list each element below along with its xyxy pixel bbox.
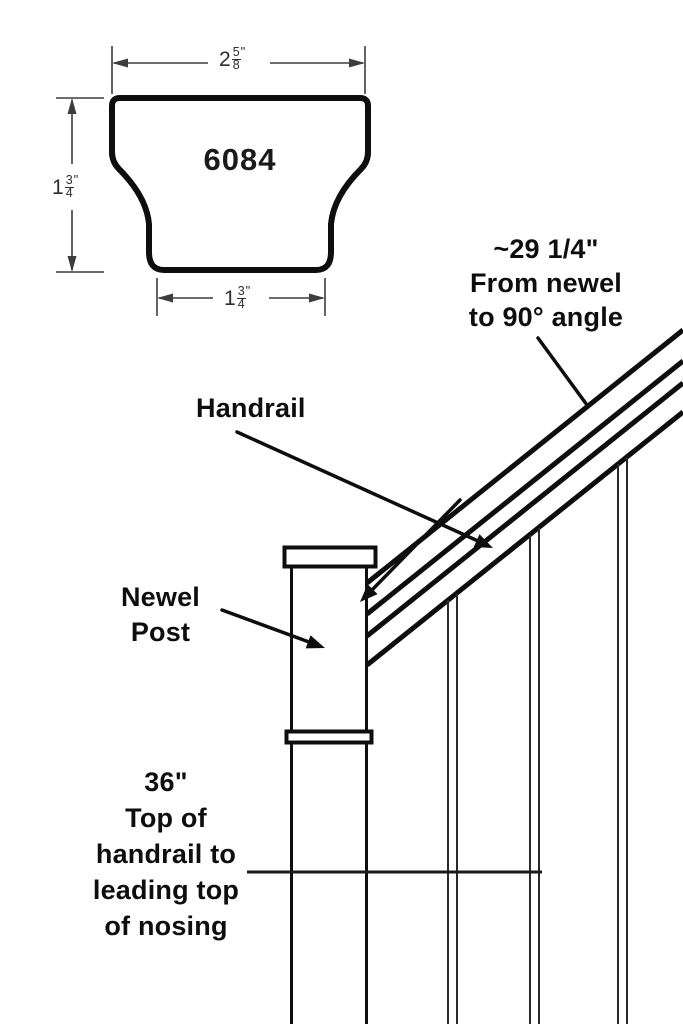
note-rail-length-line2: From newel (469, 268, 623, 298)
dim-top-whole: 2 (219, 47, 231, 71)
dim-bottom-whole: 1 (224, 286, 236, 310)
newel-post-label-line2: Post (130, 617, 191, 647)
handrail-profile-outline (109, 95, 371, 273)
dim-left-denominator: 4 (65, 185, 73, 200)
note-rail-length-line1: ~29 1/4" (493, 234, 599, 264)
note-handrail-height: 36" Top of handrail to leading top of no… (46, 764, 286, 944)
leader-rail-newel-junction-arrow (360, 498, 462, 602)
handrail-label: Handrail (196, 393, 306, 423)
profile-part-number: 6084 (203, 142, 277, 177)
dim-left-unit: " (73, 172, 79, 187)
note-rail-length-line3: to 90° angle (468, 302, 624, 332)
dim-top-denominator: 8 (232, 57, 240, 72)
newel-post-label-line1: Newel (120, 582, 201, 612)
note-handrail-height-line1: 36" (144, 767, 188, 797)
dim-left-numerator: 3 (64, 173, 74, 188)
note-handrail-height-line5: of nosing (104, 911, 228, 941)
note-handrail-height-line3: handrail to (95, 839, 237, 869)
newel-post-label: Newel Post (98, 580, 223, 650)
newel-post-collar (284, 729, 374, 745)
newel-post-cap (282, 545, 378, 569)
dimension-bottom-width (156, 278, 326, 316)
newel-post (282, 545, 378, 1024)
dimension-top-width (111, 46, 366, 94)
leader-rail-length (536, 336, 589, 407)
dim-bottom-denominator: 4 (237, 296, 245, 311)
leader-newel-post-arrow (220, 608, 325, 649)
handrail-rake-lines (365, 328, 683, 667)
dim-bottom-unit: " (245, 283, 251, 298)
dimension-left-height (56, 97, 104, 273)
dim-top-unit: " (240, 44, 246, 59)
dim-left-whole: 1 (52, 175, 64, 199)
dim-bottom-numerator: 3 (236, 284, 246, 299)
note-rail-length: ~29 1/4" From newel to 90° angle (430, 232, 662, 334)
note-handrail-height-line4: leading top (92, 875, 240, 905)
note-handrail-height-line2: Top of (125, 803, 207, 833)
leader-handrail-arrow (235, 430, 493, 548)
balusters (447, 457, 628, 1024)
dim-top-numerator: 5 (231, 45, 241, 60)
